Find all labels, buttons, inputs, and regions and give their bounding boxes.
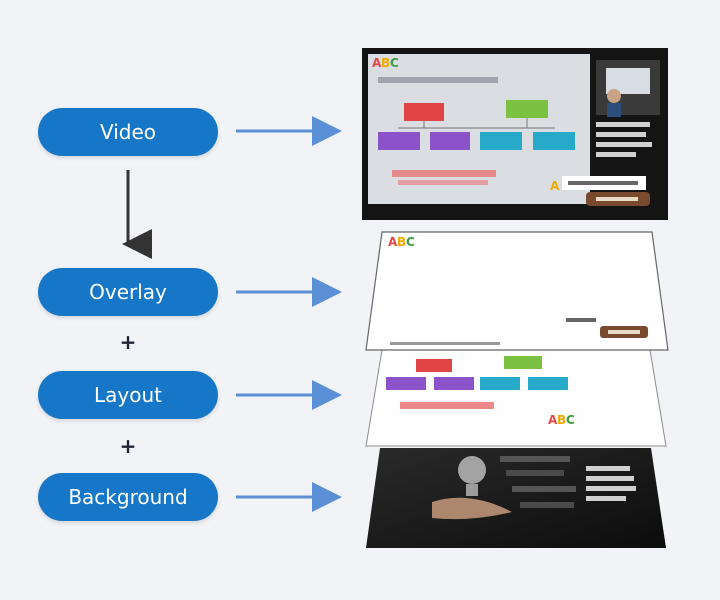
svg-text:B: B <box>397 235 406 249</box>
layout-layer: A B C <box>365 349 667 447</box>
svg-text:A: A <box>550 179 560 193</box>
svg-text:B: B <box>381 56 390 70</box>
svg-text:A: A <box>548 413 558 427</box>
svg-text:C: C <box>406 235 415 249</box>
background-pill: Background <box>38 473 218 521</box>
video-frame: A B C A <box>362 48 668 220</box>
abc-logo-icon: A B C <box>388 235 415 249</box>
layout-pill: Layout <box>38 371 218 419</box>
svg-text:B: B <box>557 413 566 427</box>
svg-text:A: A <box>372 56 382 70</box>
svg-text:C: C <box>566 413 575 427</box>
abc-logo-icon: A B C <box>372 56 399 70</box>
plus-sign: + <box>119 434 137 458</box>
abc-logo-icon: A B C <box>548 413 575 427</box>
svg-text:A: A <box>388 235 398 249</box>
background-layer <box>366 448 666 548</box>
overlay-pill: Overlay <box>38 268 218 316</box>
overlay-layer: A B C <box>365 231 669 351</box>
video-pill: Video <box>38 108 218 156</box>
svg-text:C: C <box>390 56 399 70</box>
plus-sign: + <box>119 330 137 354</box>
